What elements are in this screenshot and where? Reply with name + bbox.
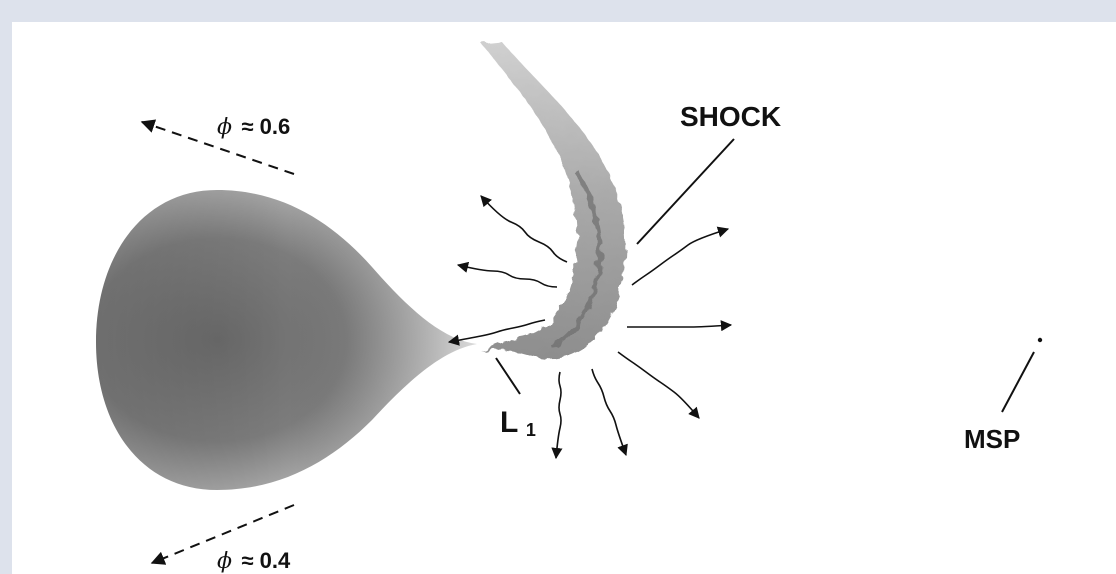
radiation-arrow <box>592 369 626 455</box>
binary-system-diagram: ϕ ≈ 0.6 ϕ ≈ 0.4 SHOCK L 1 MSP <box>12 22 1116 574</box>
shock-plume <box>482 42 626 359</box>
radiation-arrow <box>556 372 561 458</box>
phi-bottom-label: ϕ ≈ 0.4 <box>217 548 291 574</box>
phi-top-label: ϕ ≈ 0.6 <box>217 114 290 140</box>
diagram-canvas: ϕ ≈ 0.6 ϕ ≈ 0.4 SHOCK L 1 MSP <box>12 22 1116 574</box>
msp-pointer-line <box>1002 352 1034 412</box>
msp-label: MSP <box>964 424 1020 454</box>
shock-label: SHOCK <box>680 101 781 132</box>
l1-pointer-line <box>496 358 520 394</box>
shock-pointer-line <box>637 139 734 244</box>
l1-label: L 1 <box>500 406 536 440</box>
radiation-arrow <box>481 196 567 262</box>
companion-star-shading <box>96 190 477 490</box>
radiation-arrow <box>627 325 731 327</box>
radiation-arrow <box>632 229 728 285</box>
radiation-arrow <box>458 265 557 287</box>
pulsar-dot <box>1038 338 1042 342</box>
radiation-arrow <box>618 352 699 418</box>
